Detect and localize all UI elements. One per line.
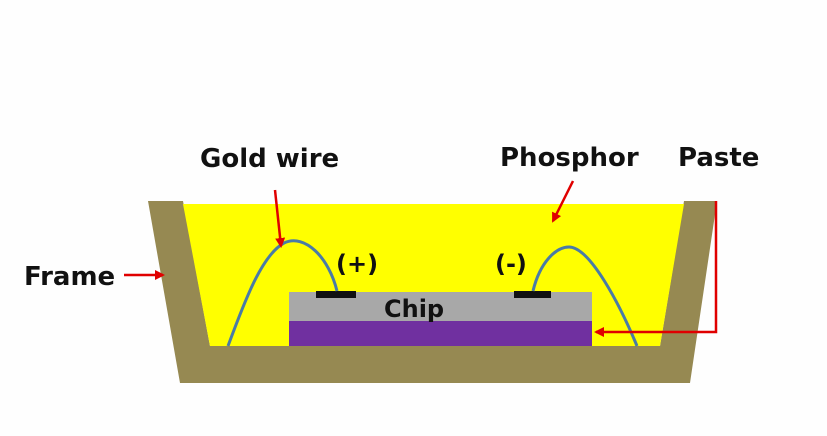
negative-terminal-label: (-) [495,250,527,278]
positive-pad [316,291,356,298]
gold-wire-label: Gold wire [200,144,339,174]
frame-label: Frame [24,262,115,292]
substrate-layer [289,321,592,346]
phosphor-label: Phosphor [500,143,639,173]
gold-wire-right [531,245,639,347]
gold-wire-arrow [273,189,286,248]
paste-arrow [594,201,718,337]
phosphor-arrow [551,180,575,223]
negative-pad [514,291,551,298]
chip-label: Chip [384,295,444,323]
paste-label: Paste [678,143,759,173]
positive-terminal-label: (+) [336,250,378,278]
frame-shape [148,201,717,383]
